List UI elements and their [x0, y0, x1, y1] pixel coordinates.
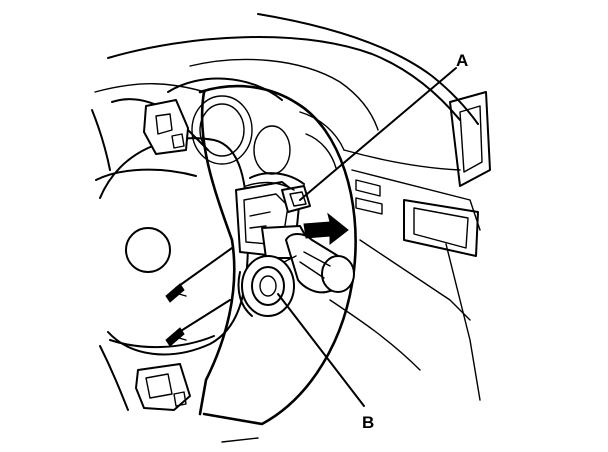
callout-label-b: B [362, 413, 374, 432]
cable-reel [237, 255, 297, 317]
leader-line-a [299, 67, 457, 201]
switch-lever [261, 225, 355, 294]
removal-direction-arrow [303, 212, 349, 246]
wheel-switch-upper-left [143, 99, 189, 155]
dashboard [94, 13, 481, 401]
screw-upper [165, 247, 233, 303]
instrument-cluster [167, 77, 345, 175]
wheel-switch-lower-left [135, 363, 191, 411]
leader-line-b [277, 293, 365, 407]
callout-label-a: A [456, 51, 468, 70]
dash-vent-upper [449, 91, 491, 187]
steering-wheel-rim [91, 84, 357, 443]
electrical-connector [245, 172, 311, 213]
screw-lower [165, 299, 231, 347]
dash-vent-lower [403, 199, 479, 257]
dash-switch-bank [355, 179, 383, 215]
